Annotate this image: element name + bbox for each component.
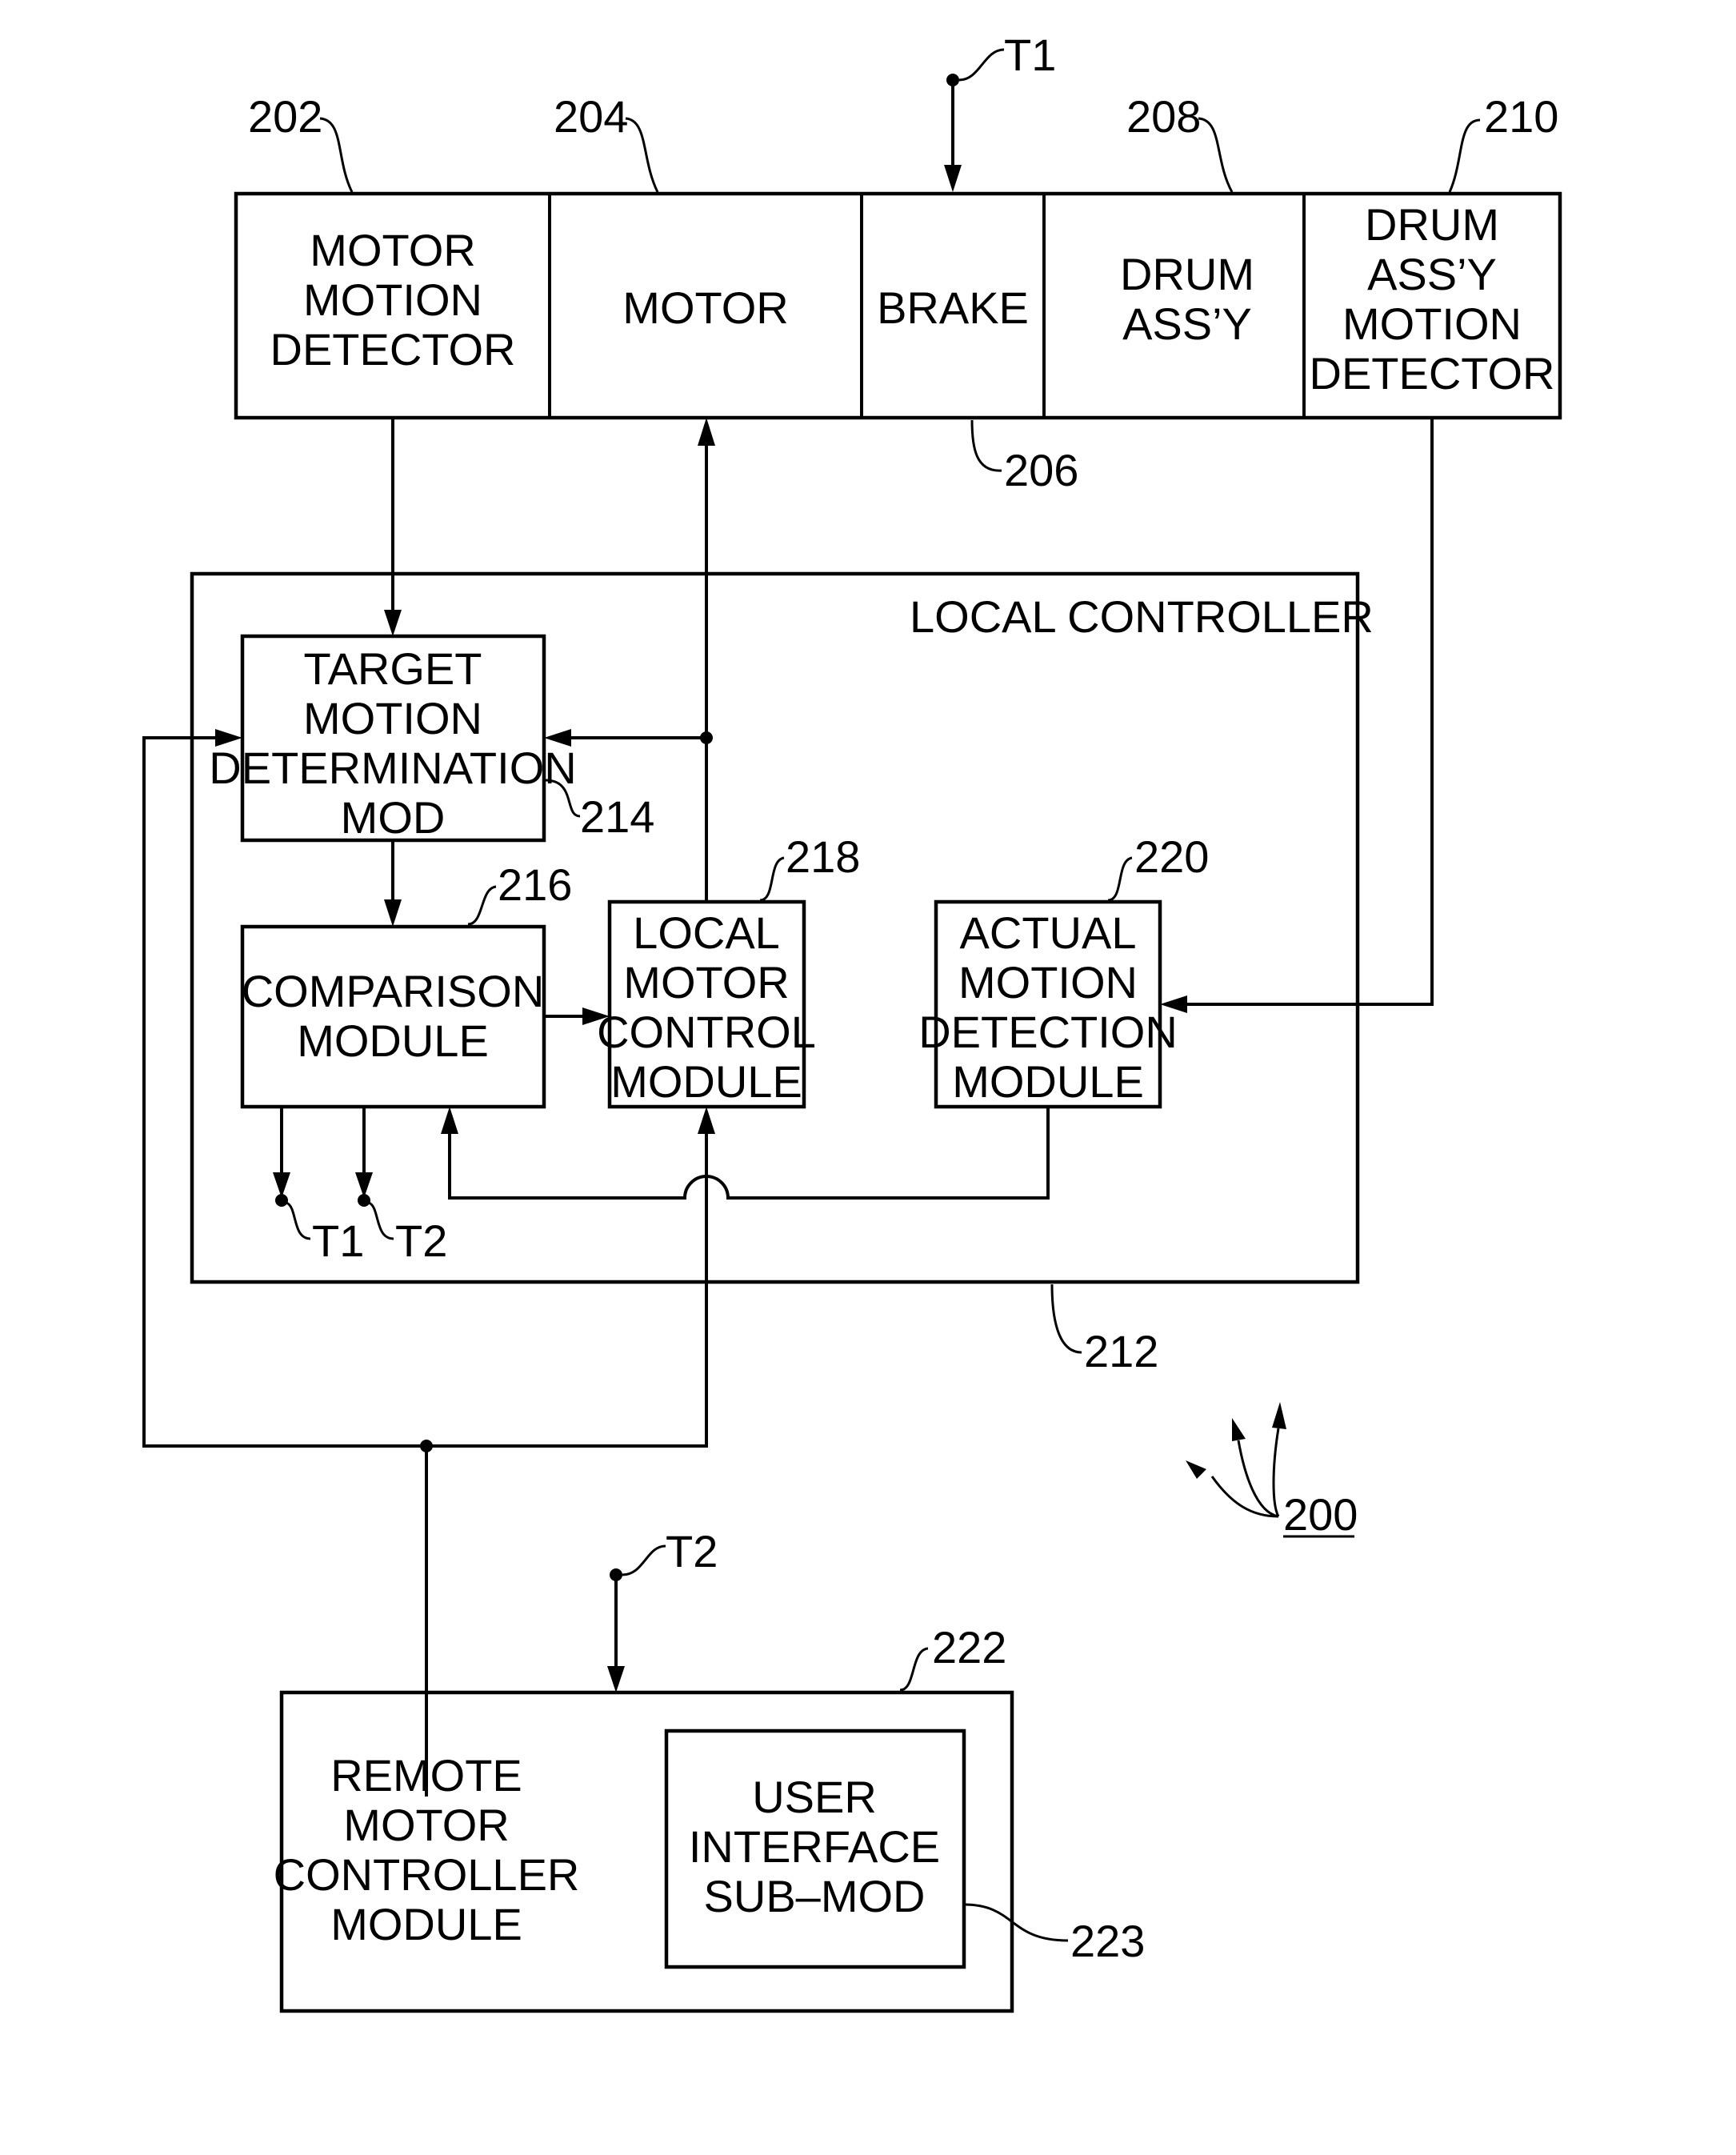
svg-text:DRUM: DRUM [1365,199,1499,250]
local-motor-control-module: LOCAL MOTOR CONTROL MODULE [597,902,816,1107]
svg-text:SUB–MOD: SUB–MOD [704,1871,926,1921]
ref-202: 202 [248,91,352,192]
ref-210: 210 [1450,91,1558,192]
brake-input-t1: T1 [944,30,1056,192]
svg-text:218: 218 [786,831,860,882]
svg-text:214: 214 [580,791,654,842]
local-controller: LOCAL CONTROLLER 212 TARGET MOTION DETER… [192,574,1374,1376]
remote-input-t2: T2 [607,1526,718,1692]
svg-text:INTERFACE: INTERFACE [689,1821,940,1872]
ref-218: 218 [760,831,860,900]
svg-text:DETECTION: DETECTION [918,1007,1178,1057]
ref-206: 206 [972,420,1078,495]
actual-motion-detection-module: ACTUAL MOTION DETECTION MODULE [918,902,1178,1107]
svg-text:200: 200 [1283,1489,1358,1540]
ref-216: 216 [468,859,572,924]
ref-204: 204 [554,91,658,192]
svg-text:ASS’Y: ASS’Y [1122,298,1252,349]
svg-text:204: 204 [554,91,628,142]
svg-text:MOTION: MOTION [303,693,482,743]
svg-text:MOTION: MOTION [303,274,482,325]
svg-text:DETERMINATION: DETERMINATION [209,743,576,793]
svg-text:222: 222 [932,1622,1006,1672]
svg-text:DETECTOR: DETECTOR [270,324,516,375]
ref-208: 208 [1126,91,1232,192]
drum-motion-detector-block: DRUM ASS’Y MOTION DETECTOR [1310,199,1555,399]
svg-text:MODULE: MODULE [330,1899,522,1949]
user-interface-submodule: USER INTERFACE SUB–MOD [666,1731,964,1967]
svg-text:208: 208 [1126,91,1201,142]
motor-block: MOTOR [622,282,788,333]
svg-text:212: 212 [1084,1326,1158,1376]
svg-text:210: 210 [1484,91,1558,142]
svg-text:MOD: MOD [341,792,446,843]
ref-220: 220 [1108,831,1209,900]
target-motion-determination-module: TARGET MOTION DETERMINATION MOD [209,636,576,843]
ref-222: 222 [900,1622,1006,1690]
svg-text:MOTION: MOTION [958,957,1138,1007]
figure-reference-200: 200 [1186,1402,1358,1540]
svg-text:REMOTE: REMOTE [330,1750,522,1801]
svg-text:ACTUAL: ACTUAL [960,907,1137,958]
drum-assembly-block: DRUM ASS’Y [1120,249,1254,349]
comparison-output-t2: T2 [355,1107,447,1266]
svg-text:T1: T1 [1004,30,1056,80]
svg-text:BRAKE: BRAKE [877,282,1029,333]
svg-text:T2: T2 [395,1216,447,1266]
svg-text:216: 216 [498,859,572,910]
svg-text:USER: USER [752,1772,877,1822]
svg-text:223: 223 [1070,1916,1145,1966]
svg-text:CONTROLLER: CONTROLLER [274,1849,580,1900]
svg-text:MOTION: MOTION [1342,298,1522,349]
svg-text:TARGET: TARGET [304,643,482,694]
comparison-module: COMPARISON MODULE [242,927,545,1107]
svg-text:LOCAL: LOCAL [633,907,780,958]
svg-text:MOTOR: MOTOR [343,1800,509,1850]
motor-motion-detector-block: MOTOR MOTION DETECTOR [270,225,516,375]
ref-223: 223 [964,1905,1145,1966]
motor-assembly: MOTOR MOTION DETECTOR MOTOR BRAKE DRUM A… [236,30,1560,495]
svg-text:COMPARISON: COMPARISON [242,966,545,1016]
svg-text:DETECTOR: DETECTOR [1310,348,1555,399]
svg-text:DRUM: DRUM [1120,249,1254,299]
svg-text:T2: T2 [666,1526,718,1576]
svg-text:MOTOR: MOTOR [623,957,789,1007]
svg-text:CONTROL: CONTROL [597,1007,816,1057]
brake-block: BRAKE [877,282,1029,333]
svg-text:MODULE: MODULE [610,1056,802,1107]
svg-text:220: 220 [1134,831,1209,882]
svg-text:MODULE: MODULE [297,1015,489,1066]
ref-212: 212 [1052,1284,1158,1376]
svg-text:MOTOR: MOTOR [310,225,475,275]
svg-text:T1: T1 [312,1216,364,1266]
remote-motor-controller-module: REMOTE MOTOR CONTROLLER MODULE USER INTE… [274,1526,1146,2011]
local-controller-title: LOCAL CONTROLLER [910,591,1374,642]
svg-text:MODULE: MODULE [952,1056,1144,1107]
svg-text:MOTOR: MOTOR [622,282,788,333]
svg-text:206: 206 [1004,445,1078,495]
comparison-output-t1: T1 [273,1107,364,1266]
svg-text:ASS’Y: ASS’Y [1367,249,1497,299]
svg-text:202: 202 [248,91,322,142]
